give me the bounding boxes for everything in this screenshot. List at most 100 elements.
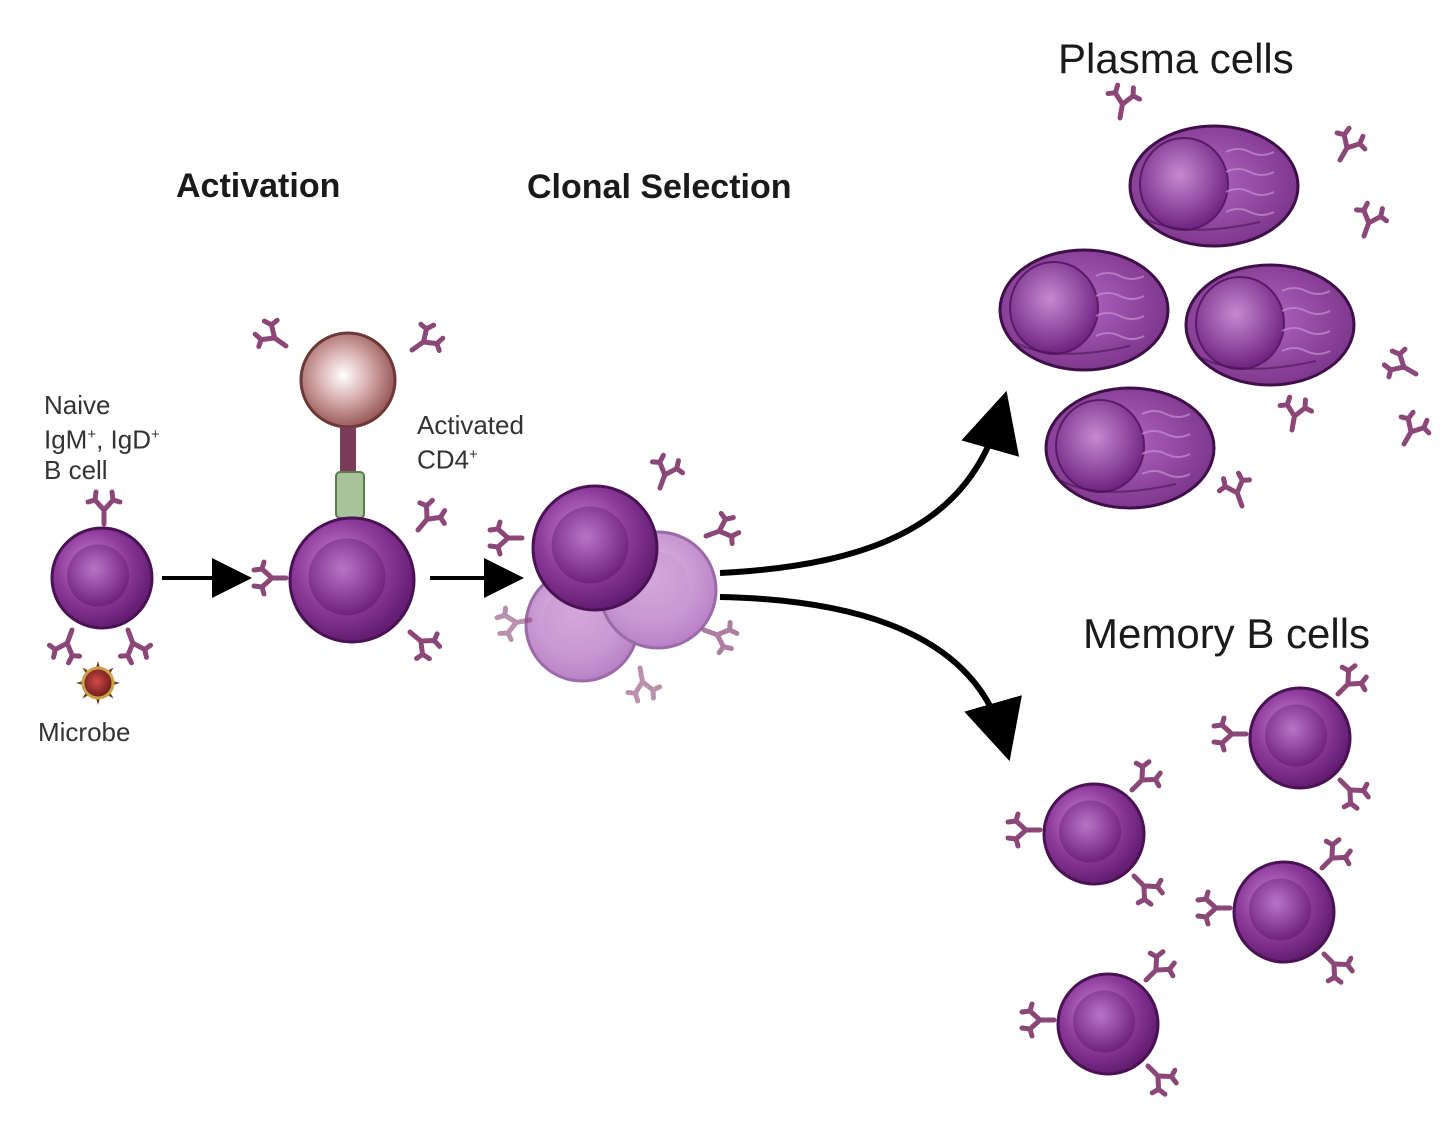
memory-b-cell-antibody (1329, 769, 1374, 814)
naive-label-line3: B cell (44, 454, 108, 485)
memory-b-cell-antibody (1135, 946, 1180, 991)
memory-b-cell-nucleus (1265, 704, 1327, 767)
memory-b-cell-antibody (1008, 814, 1040, 846)
memory-b-cell (1042, 782, 1146, 886)
memory-b-cell-antibody (1137, 1055, 1182, 1100)
plasma-cell (998, 248, 1170, 372)
memory-b-cell-antibody (1022, 1004, 1054, 1036)
memory-b-cell (1248, 686, 1352, 790)
naive-label-line2: IgM+, IgD+ (44, 420, 160, 455)
plasma-cell-er-line (1095, 272, 1145, 280)
activated-b-cell (288, 516, 416, 644)
memory-b-cell-nucleus (1249, 878, 1311, 941)
arrow-to-plasma-cells (719, 390, 1020, 576)
plasma-cell-er-line (1225, 168, 1275, 176)
activation-heading: Activation (176, 167, 341, 205)
plasma-cell-er-line (1225, 208, 1275, 216)
naive-antibody (113, 625, 154, 666)
mhc-peptide-complex (335, 471, 365, 519)
plasma-cell (1128, 124, 1300, 248)
plasma-cell (1044, 386, 1216, 510)
clone-b-cell-nucleus (551, 506, 629, 584)
plasma-cell-er-line (1281, 347, 1331, 355)
clone-antibody (490, 522, 522, 554)
cd4-text: CD4 (417, 444, 470, 475)
plasma-cell-er-line (1141, 410, 1191, 418)
clone-antibody (645, 452, 686, 493)
plasma-cell-er-line (1281, 287, 1331, 295)
clone-b-cell (531, 484, 659, 612)
naive-antibody (88, 492, 120, 524)
activated-b-cell-nucleus (308, 538, 386, 616)
plasma-cell-er-line (1141, 470, 1191, 478)
activated-label-line1: Activated (417, 410, 524, 440)
plasma-cell-nucleus (1055, 399, 1145, 493)
plasma-cell-edge-line (1055, 477, 1177, 493)
plasma-cell-nucleus (1009, 261, 1099, 355)
microbe-label: Microbe (38, 717, 131, 747)
plasma-cell-edge-line (1139, 215, 1261, 231)
activated-label-line2: CD4+ (417, 440, 524, 475)
arrow-to-memory-b-cells (719, 594, 1022, 762)
memory-b-cell-antibody (1198, 892, 1230, 924)
secreted-antibody (1349, 200, 1390, 241)
clone-antibody (624, 665, 661, 702)
clonal-selection-heading: Clonal Selection (527, 168, 792, 206)
memory-b-cell (1056, 972, 1160, 1076)
plasma-cell-er-line (1225, 188, 1275, 196)
memory-b-cells-heading: Memory B cells (1083, 610, 1371, 657)
plasma-cells-heading: Plasma cells (1058, 35, 1294, 82)
microbe-body (81, 666, 115, 700)
plasma-cell-er-line (1225, 148, 1275, 156)
clone-antibody (701, 510, 742, 551)
tcr-stalk (340, 427, 356, 473)
activated-b-antibody (406, 495, 451, 540)
plasma-cell-nucleus (1139, 137, 1229, 231)
memory-b-cell-antibody (1313, 943, 1358, 988)
plasma-cell (1184, 263, 1356, 387)
plasma-cell-nucleus (1195, 276, 1285, 370)
plasma-cell-er-line (1281, 327, 1331, 335)
t-cell-receptor (403, 319, 448, 364)
memory-b-cell-antibody (1214, 718, 1246, 750)
activated-b-antibody (254, 562, 286, 594)
activated-b-antibody (400, 620, 445, 665)
memory-b-cell (1232, 860, 1336, 964)
memory-b-cell-antibody (1311, 834, 1356, 879)
t-cell-receptor (251, 315, 296, 360)
igm-plus: + (87, 426, 97, 443)
secreted-antibody (1276, 396, 1313, 433)
igd-plus: + (151, 426, 160, 443)
naive-label-line1: Naive (44, 390, 111, 420)
activated-cd4-label: Activated CD4+ (417, 410, 524, 475)
secreted-antibody (1390, 408, 1434, 452)
plasma-cell-er-line (1095, 292, 1145, 300)
secreted-antibody (1216, 470, 1257, 511)
secreted-antibody (1326, 124, 1370, 168)
naive-b-cell (50, 526, 154, 630)
memory-b-cell-antibody (1121, 756, 1166, 801)
cd4-plus: + (469, 446, 478, 463)
plasma-cell-edge-line (1009, 339, 1131, 355)
naive-b-cell-nucleus (67, 544, 129, 607)
plasma-cell-er-line (1141, 450, 1191, 458)
plasma-cell-er-line (1095, 332, 1145, 340)
memory-b-cell-antibody (1327, 660, 1372, 705)
plasma-cell-er-line (1095, 312, 1145, 320)
memory-b-cell-nucleus (1073, 990, 1135, 1053)
activated-cd4-t-cell (299, 331, 397, 519)
memory-b-cell-nucleus (1059, 800, 1121, 863)
naive-b-cell-label: Naive IgM+, IgD+ B cell (44, 390, 160, 485)
plasma-cell-er-line (1141, 430, 1191, 438)
igd-text: , IgD (96, 424, 152, 455)
secreted-antibody (1104, 84, 1141, 121)
t-cell-body (299, 331, 397, 429)
plasma-cell-edge-line (1195, 354, 1317, 370)
naive-antibody (46, 625, 87, 666)
microbe (76, 661, 120, 705)
igm-text: IgM (44, 424, 88, 455)
plasma-cell-er-line (1281, 307, 1331, 315)
secreted-antibody (1380, 344, 1424, 388)
